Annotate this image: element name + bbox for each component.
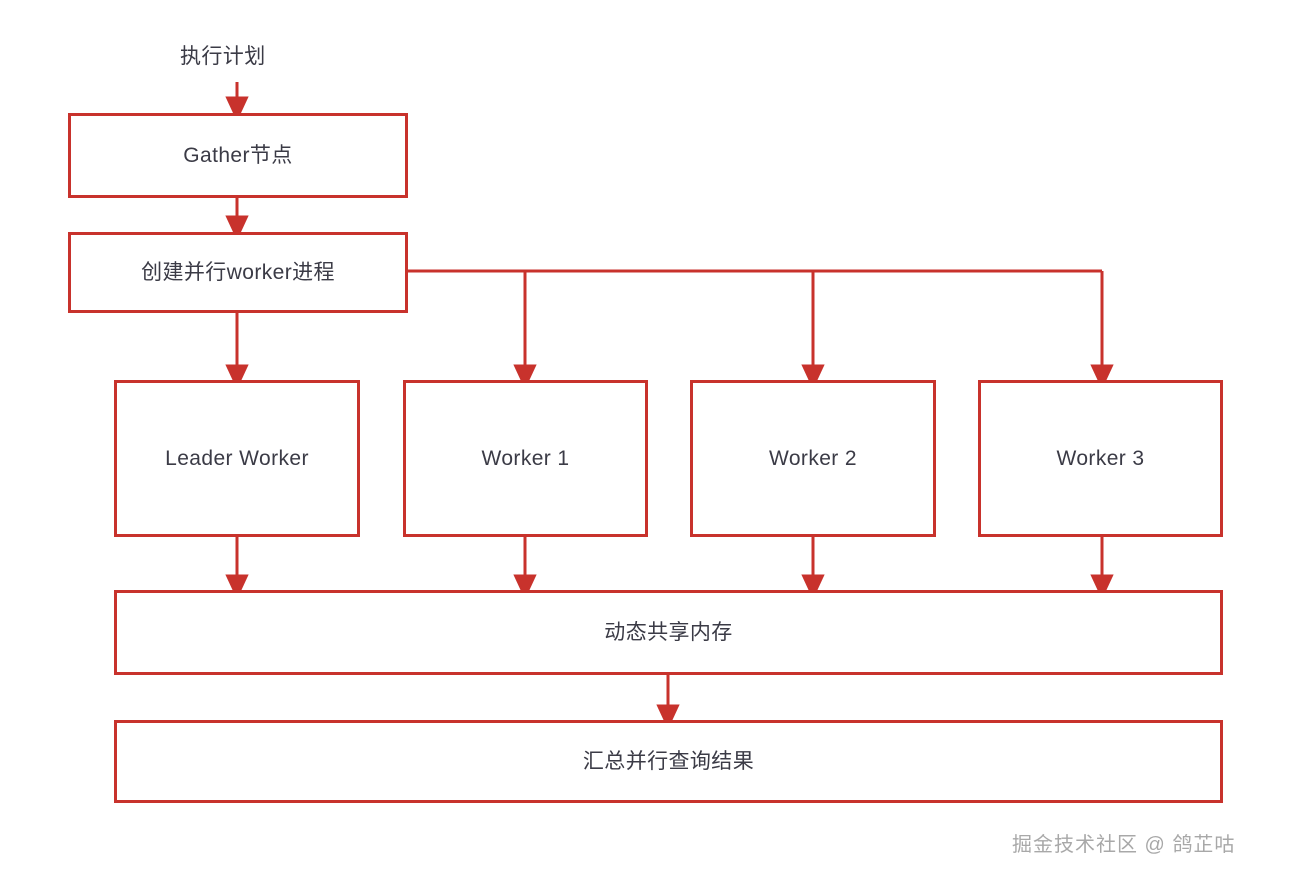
node-worker-3[interactable]: Worker 3 [978, 380, 1223, 537]
node-aggregate-results-label: 汇总并行查询结果 [582, 749, 755, 773]
node-leader-worker[interactable]: Leader Worker [114, 380, 360, 537]
watermark-text: 掘金技术社区 @ 鸽芷咕 [1012, 834, 1236, 856]
node-create-workers-label: 创建并行worker进程 [141, 260, 335, 284]
node-worker-2[interactable]: Worker 2 [690, 380, 936, 537]
node-aggregate-results[interactable]: 汇总并行查询结果 [114, 720, 1223, 803]
node-shared-memory-label: 动态共享内存 [604, 620, 733, 644]
node-worker-1-label: Worker 1 [481, 446, 570, 470]
node-create-workers[interactable]: 创建并行worker进程 [68, 232, 408, 313]
node-worker-2-label: Worker 2 [769, 446, 857, 470]
node-worker-3-label: Worker 3 [1056, 446, 1145, 470]
edge-label-execution-plan: 执行计划 [180, 45, 266, 68]
node-leader-worker-label: Leader Worker [165, 446, 309, 470]
node-gather-label: Gather节点 [183, 143, 293, 167]
node-gather[interactable]: Gather节点 [68, 113, 408, 198]
node-shared-memory[interactable]: 动态共享内存 [114, 590, 1223, 675]
node-worker-1[interactable]: Worker 1 [403, 380, 648, 537]
